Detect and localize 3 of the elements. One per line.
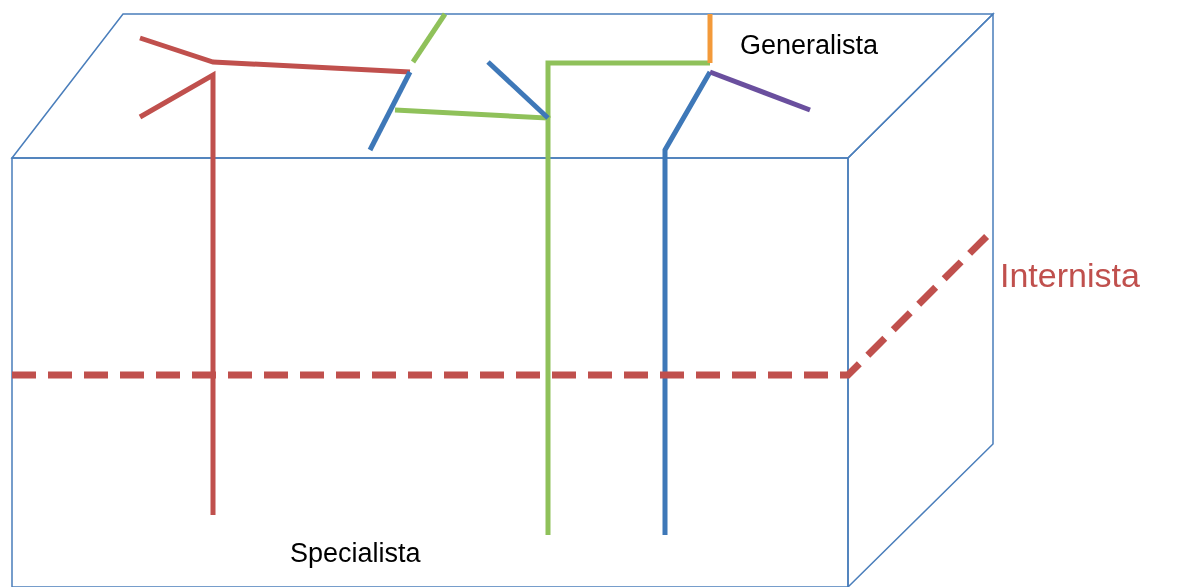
- region-label: Internista: [1000, 258, 1140, 292]
- region-label: Generalista: [740, 32, 879, 59]
- region-label: Specialista: [290, 540, 421, 567]
